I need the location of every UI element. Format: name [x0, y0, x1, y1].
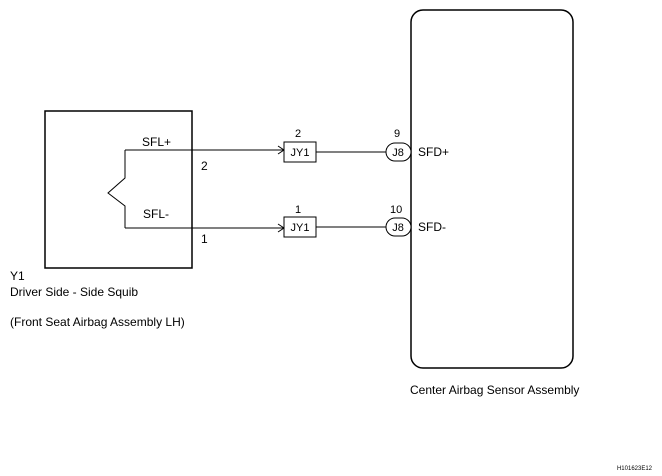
y1-pin-1: 1 [201, 232, 208, 246]
j8-connector-top-label: J8 [392, 147, 404, 159]
j8-connector-top [385, 142, 412, 162]
y1-signal-sfl-minus: SFL- [143, 207, 169, 221]
j8-connector-bottom-label: J8 [392, 222, 404, 234]
y1-component-box [44, 110, 193, 269]
sensor-signal-sfd-plus: SFD+ [418, 145, 449, 159]
squib-element [107, 150, 126, 228]
j8-connector-bottom [385, 217, 412, 237]
jy1-connector-top [283, 141, 317, 163]
jy1-connector-top-label: JY1 [291, 147, 310, 159]
sensor-signal-sfd-minus: SFD- [418, 220, 446, 234]
j8-pin-number-bottom: 10 [390, 204, 402, 216]
figure-id: H101623E12 [617, 466, 653, 472]
jy1-connector-bottom [283, 216, 317, 238]
jy1-connector-bottom-label: JY1 [291, 222, 310, 234]
jy1-pin-number-top: 2 [295, 128, 301, 140]
j8-pin-number-top: 9 [394, 128, 400, 140]
y1-code: Y1 [10, 269, 25, 283]
sensor-box [410, 9, 574, 369]
sensor-name: Center Airbag Sensor Assembly [410, 383, 579, 397]
y1-name: Driver Side - Side Squib [10, 285, 138, 299]
y1-note: (Front Seat Airbag Assembly LH) [10, 315, 185, 329]
y1-pin-2: 2 [201, 159, 208, 173]
y1-signal-sfl-plus: SFL+ [142, 135, 171, 149]
jy1-pin-number-bottom: 1 [295, 204, 301, 216]
